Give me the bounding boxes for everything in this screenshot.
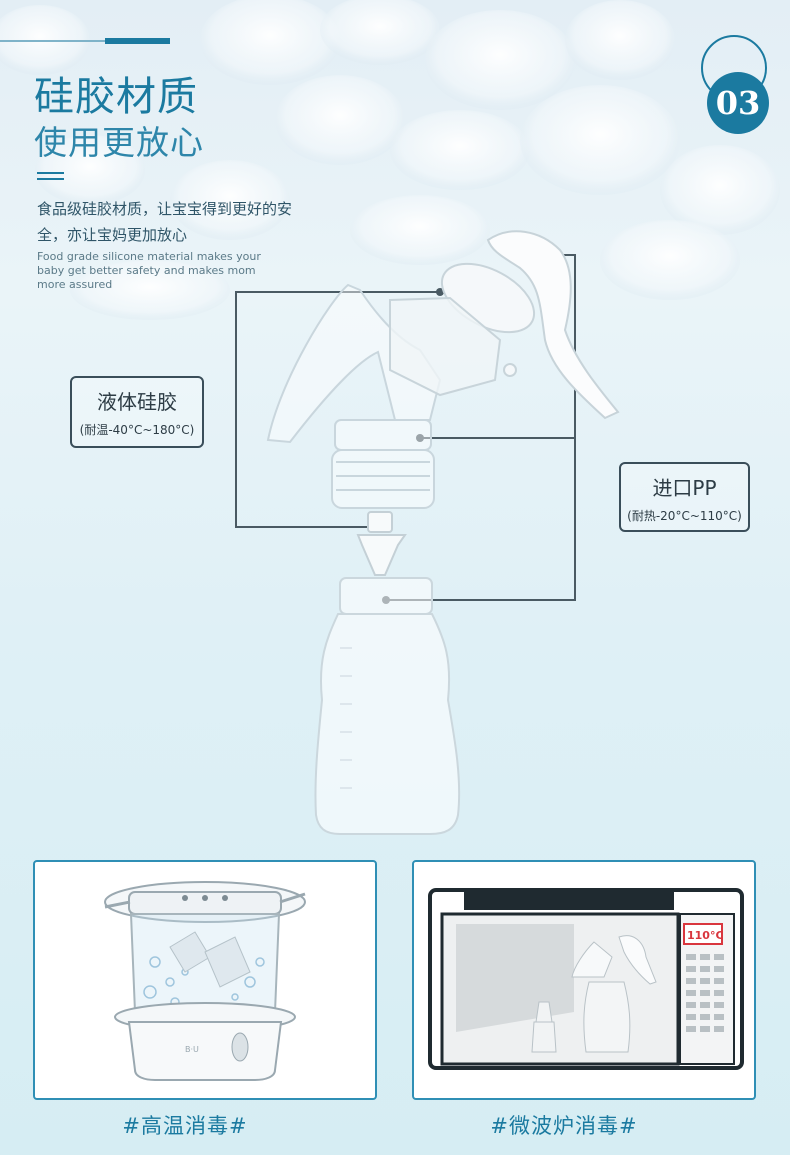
duckbill-valve xyxy=(356,511,407,576)
pump-handle xyxy=(486,230,620,420)
microwave-caption: #微波炉消毒# xyxy=(490,1114,638,1138)
pp-label-range: (耐热-20°C~110°C) xyxy=(627,509,742,523)
steam-sterilizer-panel: B·U xyxy=(33,860,377,1100)
header-rule-thick xyxy=(105,38,170,44)
page-title: 硅胶材质 xyxy=(34,74,198,120)
description-en: Food grade silicone material makes your … xyxy=(37,250,261,291)
pp-label-name: 进口PP xyxy=(652,476,717,500)
svg-text:B·U: B·U xyxy=(185,1045,199,1054)
microwave-temperature-display: 110°C xyxy=(687,929,724,942)
divider-dash xyxy=(37,178,64,180)
pump-cap xyxy=(389,262,536,397)
header-rule-thin xyxy=(0,40,170,42)
silicone-label-range: (耐温-40°C~180°C) xyxy=(79,423,195,437)
divider-dash xyxy=(37,172,64,174)
baby-bottle xyxy=(314,577,461,835)
page-subtitle: 使用更放心 xyxy=(34,123,204,162)
breast-pump-diagram xyxy=(235,230,620,835)
microwave-icon: 110°C xyxy=(428,888,744,1070)
silicone-label-name: 液体硅胶 xyxy=(97,390,177,414)
silicone-label: 液体硅胶 (耐温-40°C~180°C) xyxy=(70,376,204,448)
steam-caption: #高温消毒# xyxy=(122,1114,248,1138)
description-cn: 食品级硅胶材质，让宝宝得到更好的安全，亦让宝妈更加放心 xyxy=(37,200,293,244)
steam-sterilizer-icon: B·U xyxy=(104,881,306,1081)
pump-funnel xyxy=(266,283,442,509)
microwave-panel: 110°C xyxy=(412,860,756,1100)
section-number-badge: 03 xyxy=(707,72,769,134)
pp-label: 进口PP (耐热-20°C~110°C) xyxy=(619,462,750,532)
